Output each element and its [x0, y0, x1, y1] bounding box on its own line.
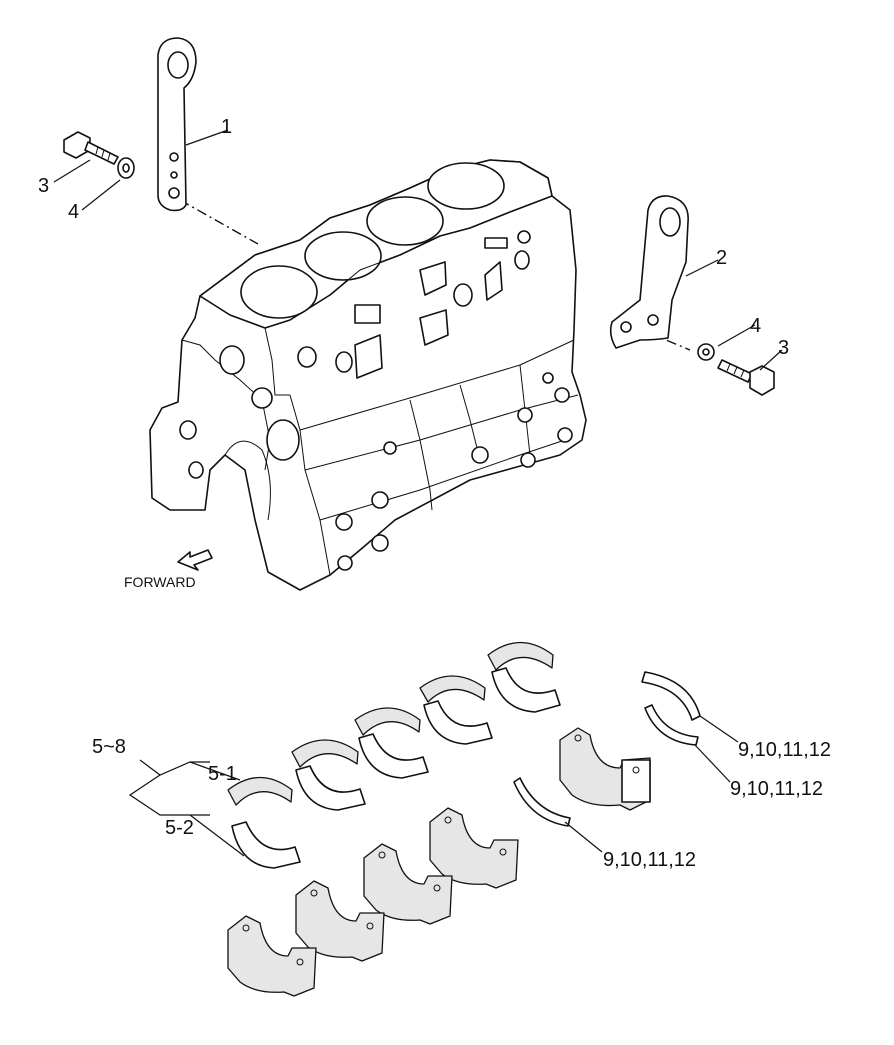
washer-right	[697, 343, 715, 361]
bolt-left	[63, 131, 119, 165]
label-thrust-a: 9,10,11,12	[738, 739, 831, 761]
label-thrust-b: 9,10,11,12	[730, 778, 823, 800]
label-thrust-c: 9,10,11,12	[603, 849, 696, 871]
hanger-rear-centerline	[629, 324, 691, 351]
engine-hanger-rear	[609, 195, 689, 349]
label-bolt-left: 3	[38, 175, 49, 197]
label-washer-left: 4	[68, 201, 79, 223]
leader-lines	[53, 129, 783, 857]
label-washer-right: 4	[750, 315, 761, 337]
label-bearing-upper: 5-1	[208, 763, 237, 785]
main-bearing-caps	[227, 727, 651, 997]
label-bearing-lower: 5-2	[165, 817, 194, 839]
hanger-front-centerline	[179, 199, 259, 245]
label-bolt-right: 3	[778, 337, 789, 359]
forward-arrow-icon	[177, 549, 213, 571]
label-hanger-front: 1	[221, 116, 232, 138]
engine-hanger-front	[157, 37, 197, 212]
callout-labels: 1 2 3 4 4 3 5~8 5-1 5-2 9,10,11,12 9,10,…	[38, 116, 831, 871]
label-hanger-rear: 2	[716, 247, 727, 269]
cylinder-block	[149, 159, 587, 591]
forward-label: FORWARD	[124, 574, 196, 590]
washer-left	[117, 157, 135, 179]
main-bearing-shells	[227, 642, 701, 869]
label-bearing-set: 5~8	[92, 736, 126, 758]
forward-indicator: FORWARD	[124, 549, 213, 590]
bolt-right	[717, 359, 775, 396]
